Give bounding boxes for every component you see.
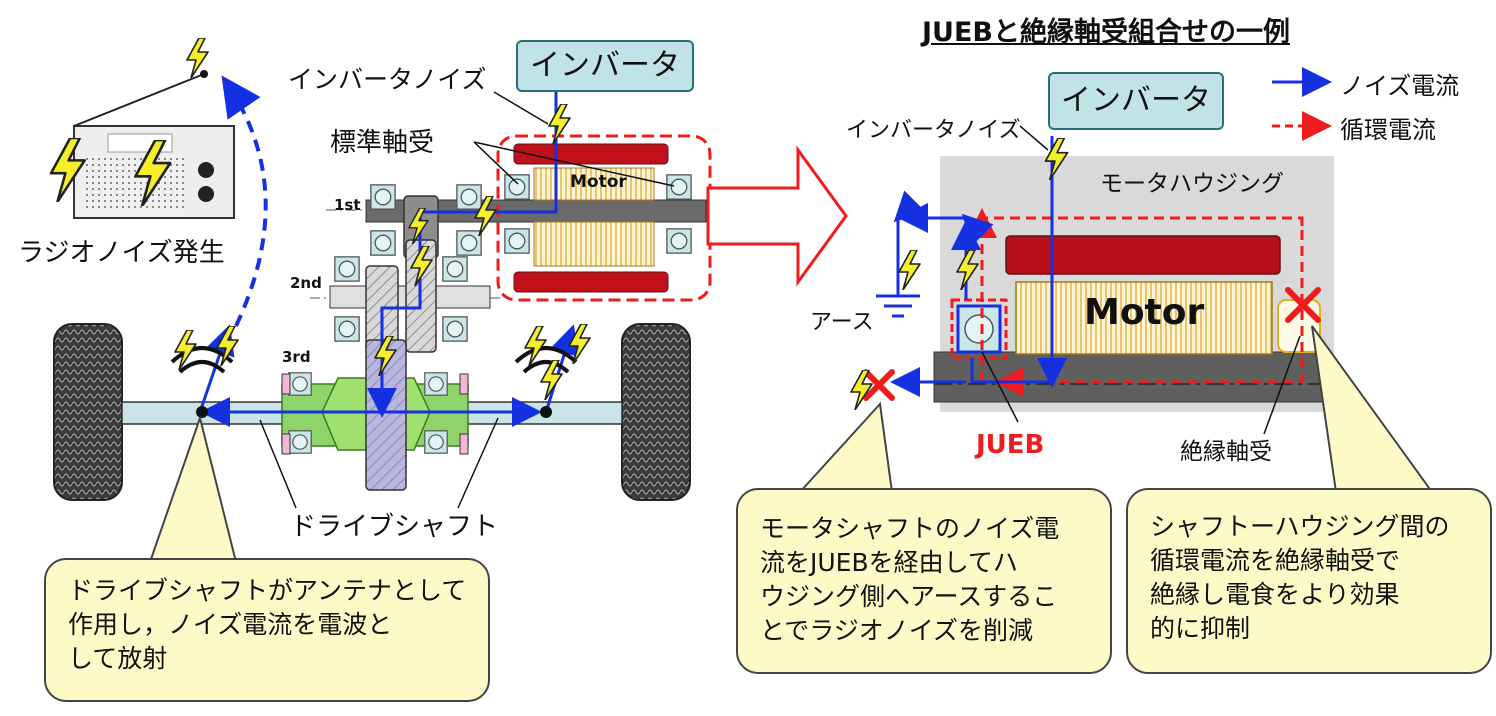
gear-3rd-label: 3rd <box>282 348 311 366</box>
motor-label-left: Motor <box>570 172 627 192</box>
standard-bearing-label: 標準軸受 <box>330 128 435 158</box>
callout-left: ドライブシャフトがアンテナとして 作用し，ノイズ電流を電波と して放射 <box>44 558 490 702</box>
callout-middle-line: ウジング側へアースするこ <box>760 582 1058 611</box>
radio <box>49 38 235 219</box>
gear-2nd-label: 2nd <box>290 274 322 292</box>
jueb-frame <box>950 298 1008 360</box>
callout-left-line: ドライブシャフトがアンテナとして <box>68 576 467 605</box>
callout-middle-line: とでラジオノイズを削減 <box>760 616 1034 645</box>
callout-middle: モータシャフトのノイズ電 流をJUEBを経由してハ ウジング側へアースするこ と… <box>736 488 1112 674</box>
inverter-box-left: インバータ <box>516 40 694 92</box>
callout-right-line: 循環電流を絶縁軸受で <box>1150 546 1401 575</box>
motor-housing-label: モータハウジング <box>1100 171 1284 197</box>
callout-right-line: 的に抑制 <box>1150 614 1251 643</box>
inverter-noise-label-left: インバータノイズ <box>288 65 487 94</box>
wheel-left <box>53 323 123 501</box>
radio-wave-path <box>221 75 268 327</box>
drive-shaft-label: ドライブシャフト <box>290 512 499 542</box>
legend-noise-label: ノイズ電流 <box>1340 72 1460 100</box>
inverter-noise-label-right: インバータノイズ <box>846 118 1021 143</box>
title: JUEBと絶縁軸受組合せの一例 <box>922 17 1290 48</box>
legend-circulating-label: 循環電流 <box>1340 116 1436 144</box>
callout-middle-line: モータシャフトのノイズ電 <box>760 514 1060 543</box>
transition-arrow <box>706 145 848 287</box>
callout-left-line: して放射 <box>68 644 168 673</box>
callout-right-line: 絶縁し電食をより効果 <box>1150 580 1400 609</box>
callout-right: シャフトーハウジング間の 循環電流を絶縁軸受で 絶縁し電食をより効果 的に抑制 <box>1126 488 1492 674</box>
callout-middle-line: 流をJUEBを経由してハ <box>760 548 1018 577</box>
wheel-right <box>621 323 691 501</box>
jueb-label: JUEB <box>976 430 1045 460</box>
callout-left-line: 作用し，ノイズ電流を電波と <box>68 610 393 639</box>
earth-symbol <box>876 218 920 318</box>
radio-noise-label: ラジオノイズ発生 <box>18 238 225 268</box>
gear-1st-label: 1st <box>334 196 361 214</box>
callout-right-line: シャフトーハウジング間の <box>1150 512 1450 541</box>
insulated-bearing-label: 絶縁軸受 <box>1180 439 1272 465</box>
inverter-box-right: インバータ <box>1048 72 1224 130</box>
motor-label-right: Motor <box>1084 292 1205 333</box>
earth-label: アース <box>810 310 874 335</box>
blocked-marks <box>863 287 1321 401</box>
